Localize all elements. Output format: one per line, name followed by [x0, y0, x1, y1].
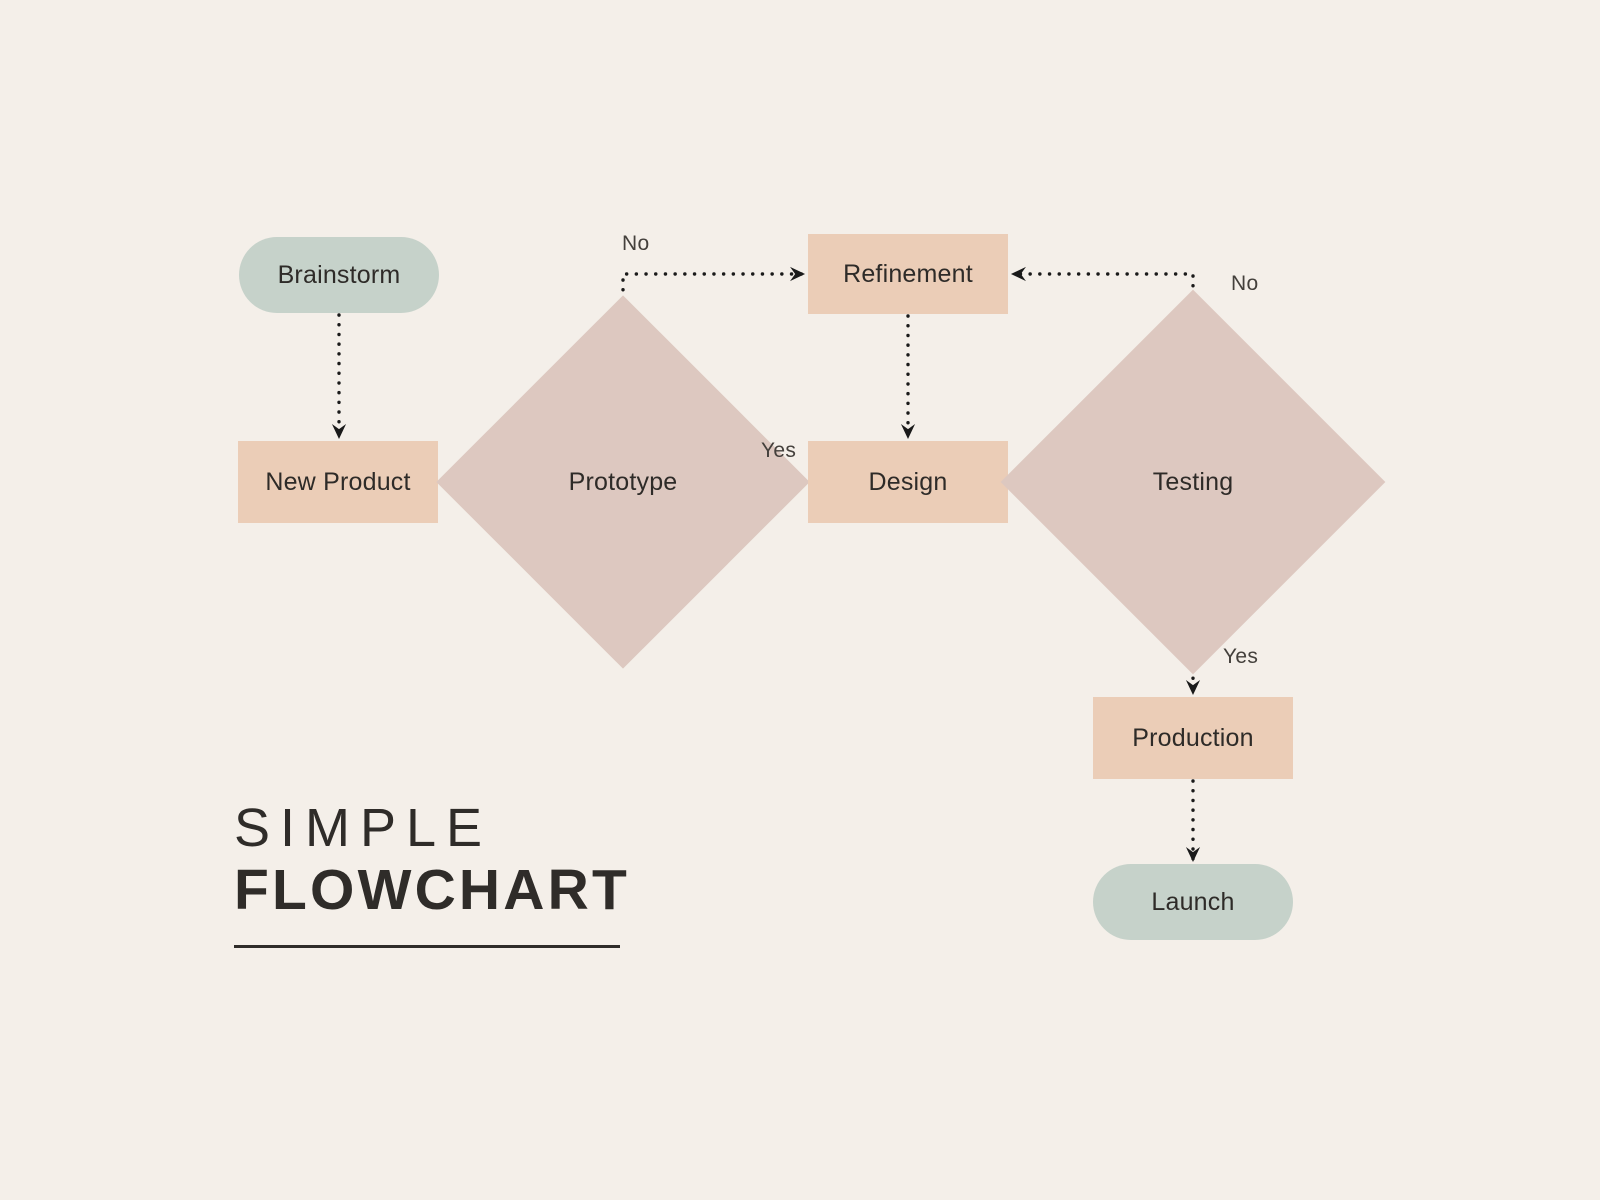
node-label: Testing	[1152, 467, 1234, 496]
node-label: Brainstorm	[277, 260, 401, 289]
edge-label-yes-prototype: Yes	[761, 439, 797, 462]
node-label: Prototype	[568, 467, 678, 496]
node-refinement[interactable]: Refinement	[808, 234, 1008, 314]
edge-label-no-prototype: No	[622, 232, 650, 255]
node-label: Refinement	[843, 259, 973, 288]
node-label: Launch	[1151, 887, 1235, 916]
title-line-flowchart: FLOWCHART	[234, 857, 631, 922]
node-label: New Product	[265, 467, 411, 496]
node-testing[interactable]: Testing	[1000, 289, 1386, 675]
node-launch[interactable]: Launch	[1093, 864, 1293, 940]
node-production[interactable]: Production	[1093, 697, 1293, 779]
node-prototype[interactable]: Prototype	[436, 295, 810, 669]
node-label: Production	[1132, 723, 1254, 752]
title-line-simple: SIMPLE	[234, 798, 493, 858]
title-block: SIMPLE FLOWCHART	[234, 800, 634, 948]
node-label: Design	[868, 467, 948, 496]
node-brainstorm[interactable]: Brainstorm	[239, 237, 439, 313]
edge-label-yes-testing: Yes	[1223, 645, 1259, 668]
node-design[interactable]: Design	[808, 441, 1008, 523]
node-new-product[interactable]: New Product	[238, 441, 438, 523]
edge-label-no-testing: No	[1231, 272, 1259, 295]
title-underline	[234, 944, 620, 948]
